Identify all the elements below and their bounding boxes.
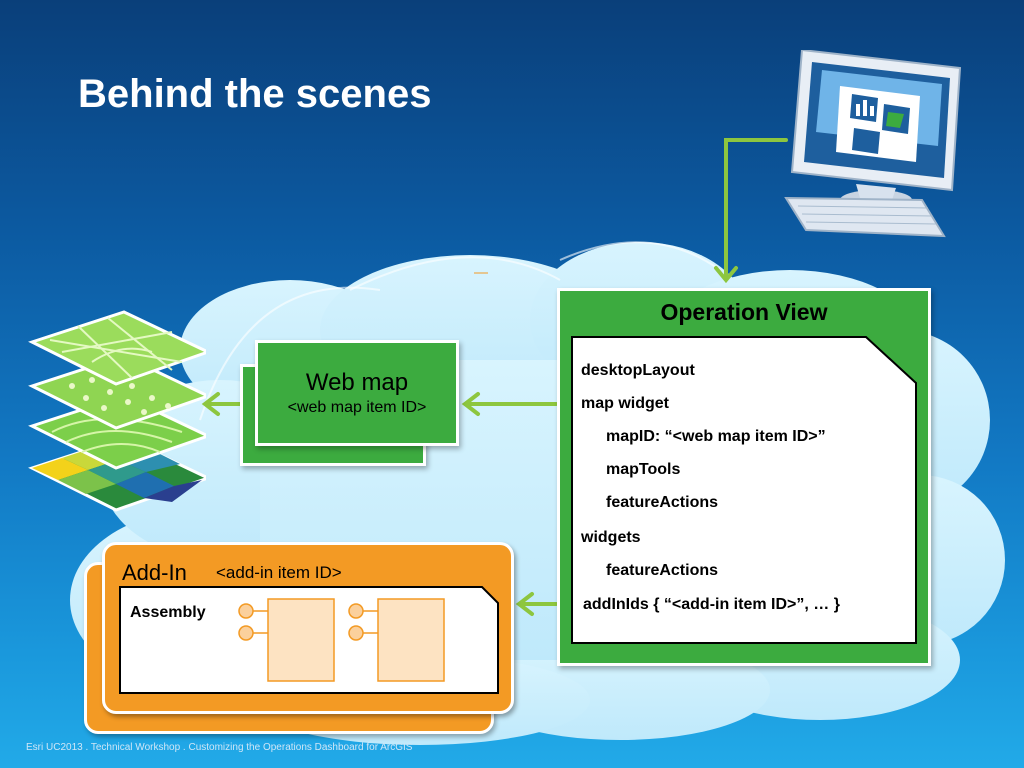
opview-line-featureactions-widgets: featureActions — [606, 562, 719, 579]
opview-line-mapid: mapID: “<web map item ID>” — [606, 428, 826, 445]
add-in-title: Add-In — [122, 560, 187, 585]
footer-text: Esri UC2013 . Technical Workshop . Custo… — [26, 742, 413, 753]
slide-title: Behind the scenes — [78, 72, 432, 116]
opview-line-featureactions-map: featureActions — [606, 494, 719, 511]
document-shape — [571, 336, 917, 644]
web-map-title: Web map — [305, 369, 409, 396]
opview-line-maptools: mapTools — [606, 461, 681, 478]
dll-component-icon — [348, 598, 445, 682]
assembly-label: Assembly — [130, 604, 206, 621]
web-map-box: Web map <web map item ID> — [255, 340, 459, 446]
operation-view-box: Operation View desktopLayout map widget … — [557, 288, 931, 666]
map-layers-icon — [28, 310, 206, 512]
web-map-subtitle: <web map item ID> — [287, 399, 427, 416]
opview-line-widgets: widgets — [581, 529, 641, 546]
add-in-subtitle: <add-in item ID> — [216, 563, 342, 582]
opview-line-desktoplayout: desktopLayout — [581, 362, 695, 379]
opview-line-addinids: addInIds { “<add-in item ID>”, … } — [583, 596, 840, 613]
opview-line-map-widget: map widget — [581, 395, 670, 412]
operation-view-title: Operation View — [660, 299, 828, 325]
computer-monitor-icon — [784, 50, 962, 238]
assembly-document — [119, 586, 499, 694]
arrow-monitor-to-opview — [724, 138, 788, 280]
dll-component-icon — [238, 598, 335, 682]
